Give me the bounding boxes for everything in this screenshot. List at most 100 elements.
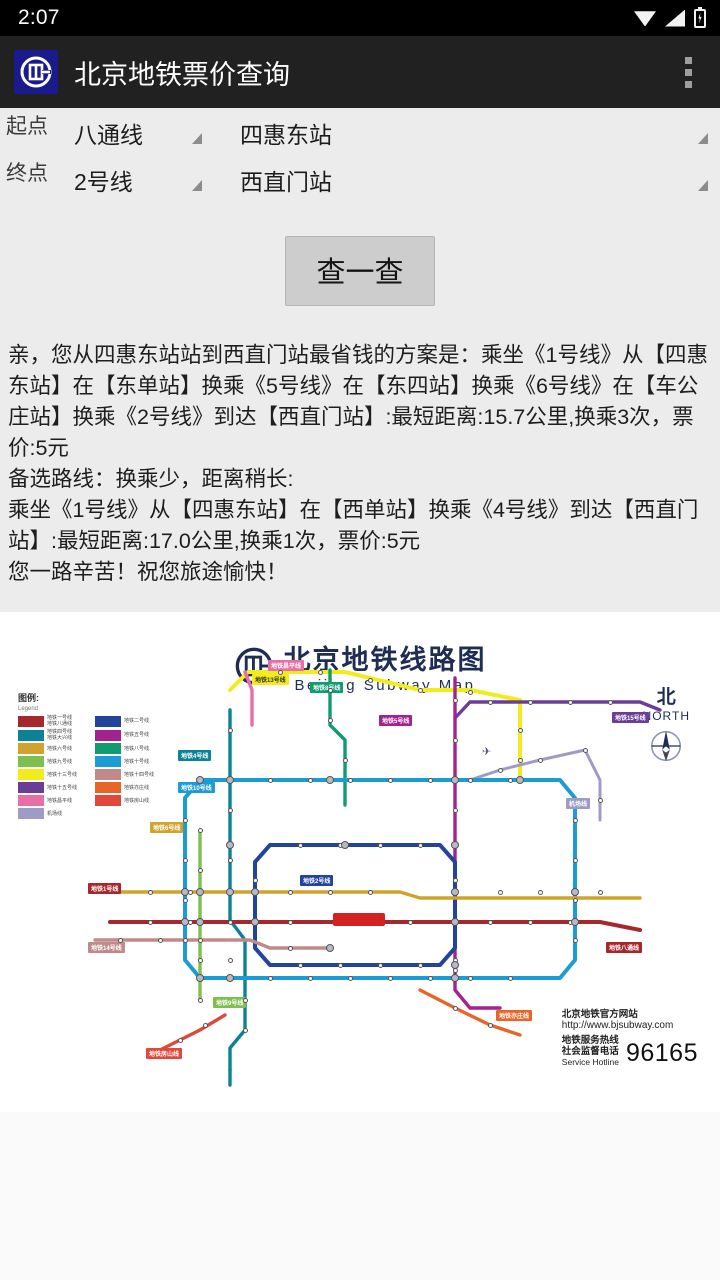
station-dot (317, 669, 323, 675)
station-dot (327, 717, 333, 723)
legend-label: 地铁四号线 地铁大兴线 (47, 729, 73, 741)
legend-label: 地铁十三号线 (47, 771, 78, 778)
legend-label: 地铁昌平线 (47, 797, 73, 804)
transfer-station-dot (181, 918, 189, 926)
legend-item: 地铁四号线 地铁大兴线 (18, 729, 91, 741)
station-dot (527, 699, 533, 705)
station-dot (582, 747, 588, 753)
station-dot (347, 777, 353, 783)
legend-swatch (95, 756, 121, 767)
transfer-station-dot (451, 776, 459, 784)
station-dot (197, 937, 203, 943)
station-dot (182, 897, 188, 903)
station-dot (417, 962, 423, 968)
legend-swatch (18, 795, 44, 806)
origin-label: 起点 (6, 115, 48, 138)
legend-swatch (18, 743, 44, 754)
station-dot (597, 797, 603, 803)
station-dot (297, 962, 303, 968)
station-dot (117, 937, 123, 943)
station-dot (517, 727, 523, 733)
transfer-station-dot (251, 888, 259, 896)
app-bar: 北京地铁票价查询 (0, 36, 720, 108)
legend-item: 地铁九号线 (18, 756, 91, 767)
station-dot (452, 697, 458, 703)
transfer-station-dot (196, 888, 204, 896)
station-dot (307, 777, 313, 783)
station-dot (507, 975, 513, 981)
origin-station-spinner[interactable]: 四惠东站 (222, 108, 720, 155)
north-label-cn: 北 (656, 687, 676, 708)
line-badge: 地铁4号线 (178, 750, 212, 761)
status-icon-group (634, 6, 706, 28)
legend-items: 地铁一号线 地铁八通线地铁二号线地铁四号线 地铁大兴线地铁五号线地铁六号线地铁八… (18, 715, 168, 819)
station-dot (267, 777, 273, 783)
subway-map-image[interactable]: 北京地铁线路图 Beijing Subway Map 图例: Legend 地铁… (0, 630, 720, 1100)
legend-item: 地铁十四号线 (95, 769, 168, 780)
legend-item: 地铁二号线 (95, 715, 168, 727)
transfer-station-dot (196, 776, 204, 784)
map-info-block: 北京地铁官方网站 http://www.bjsubway.com 地铁服务热线 … (562, 1006, 698, 1068)
station-dot (277, 669, 283, 675)
subway-map-container: 北京地铁线路图 Beijing Subway Map 图例: Legend 地铁… (0, 612, 720, 1112)
line-badge: 地铁亦庄线 (496, 1010, 533, 1021)
legend-label: 地铁五号线 (124, 732, 150, 738)
overflow-menu-icon[interactable] (668, 47, 708, 97)
station-dot (377, 842, 383, 848)
legend-swatch (18, 729, 44, 741)
spinner-triangle-icon (192, 180, 202, 191)
station-dot (452, 807, 458, 813)
legend-item: 机场线 (18, 808, 91, 819)
transfer-station-dot (326, 776, 334, 784)
result-text: 亲，您从四惠东站站到西直门站最省钱的方案是：乘坐《1号线》从【四惠东站】在【东单… (0, 336, 720, 610)
station-dot (377, 962, 383, 968)
station-dot (427, 777, 433, 783)
legend-label: 地铁六号线 (47, 745, 73, 752)
destination-station-value: 西直门站 (240, 169, 332, 195)
legend-swatch (18, 782, 44, 793)
app-logo-icon (14, 50, 58, 94)
station-dot (337, 962, 343, 968)
station-dot (242, 1027, 248, 1033)
transfer-station-dot (196, 918, 204, 926)
station-dot (387, 975, 393, 981)
station-dot (387, 777, 393, 783)
search-button[interactable]: 查一查 (285, 236, 435, 306)
transfer-station-dot (226, 974, 234, 982)
destination-line-spinner[interactable]: 2号线 (62, 155, 222, 202)
destination-station-spinner[interactable]: 西直门站 (222, 155, 720, 202)
transfer-station-dot (451, 841, 459, 849)
airport-icon: ✈ (482, 746, 492, 758)
destination-row: 终点 2号线 西直门站 (0, 155, 720, 202)
origin-line-spinner[interactable]: 八通线 (62, 108, 222, 155)
station-dot (182, 817, 188, 823)
status-bar: 2:07 (0, 0, 720, 36)
line-badge: 地铁8号线 (310, 682, 344, 693)
station-dot (242, 997, 248, 1003)
station-dot (177, 1037, 183, 1043)
station-dot (297, 842, 303, 848)
line-badge: 地铁昌平线 (268, 660, 305, 671)
legend-label: 地铁十五号线 (47, 784, 78, 791)
spinner-triangle-icon (698, 133, 708, 144)
station-dot (182, 937, 188, 943)
station-dot (197, 827, 203, 833)
legend-item: 地铁十号线 (95, 756, 168, 767)
transfer-station-dot (571, 888, 579, 896)
station-dot (147, 919, 153, 925)
status-clock: 2:07 (18, 6, 60, 29)
station-dot (347, 975, 353, 981)
station-dot (487, 1022, 493, 1028)
line-badge: 地铁10号线 (178, 782, 215, 793)
station-dot (452, 1005, 458, 1011)
transfer-station-dot (571, 918, 579, 926)
origin-station-value: 四惠东站 (240, 122, 332, 148)
legend-swatch (95, 729, 121, 741)
line-badge: 地铁八通线 (606, 942, 643, 953)
wifi-icon (634, 11, 656, 26)
transfer-station-dot (451, 961, 459, 969)
station-dot (182, 857, 188, 863)
station-dot (407, 919, 413, 925)
official-site-label: 北京地铁官方网站 (561, 1009, 638, 1020)
signal-icon (665, 9, 685, 27)
